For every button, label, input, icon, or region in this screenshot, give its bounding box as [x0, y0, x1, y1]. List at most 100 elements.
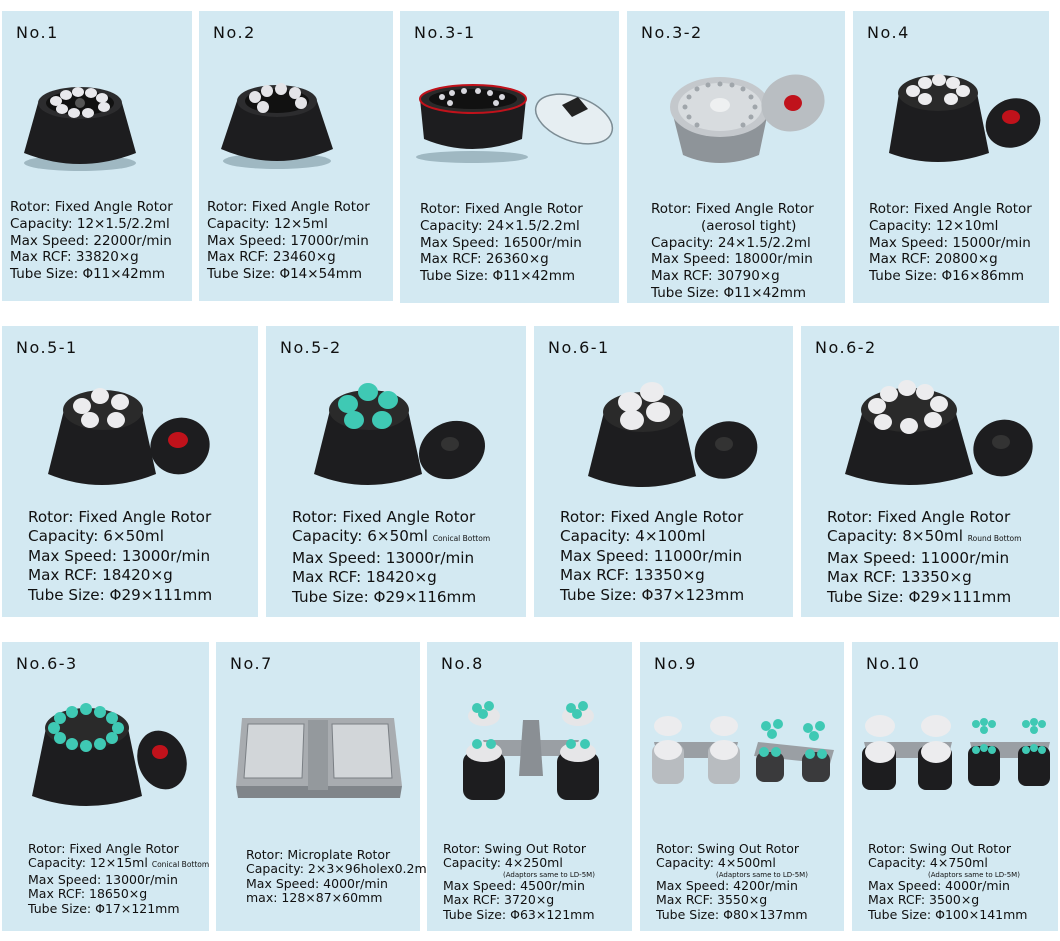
rotor-type: Rotor: Swing Out Rotor: [443, 841, 586, 856]
capacity-note: Conical Bottom: [151, 860, 210, 870]
fixed-angle-rotor-with-lid-image: [588, 382, 758, 487]
spec-list: Rotor: Fixed Angle Rotor Capacity: 12×1.…: [10, 199, 173, 283]
adaptor-note: (Adaptors same to LD-5M): [503, 870, 595, 879]
capacity: Capacity: 4×500ml: [656, 855, 776, 871]
rotor-type: Rotor: Swing Out Rotor: [868, 841, 1011, 856]
max-rcf: Max RCF: 20800×g: [869, 251, 998, 268]
card-title: No.1: [16, 23, 59, 42]
fixed-angle-rotor-image: [221, 83, 333, 169]
rotor-type: Rotor: Fixed Angle Rotor: [869, 201, 1032, 217]
spec-list: Rotor: Fixed Angle Rotor Capacity: 24×1.…: [420, 201, 583, 285]
spec-list: Rotor: Swing Out Rotor Capacity: 4×750ml…: [868, 841, 1028, 922]
capacity-note: Round Bottom: [967, 534, 1022, 544]
fixed-angle-rotor-with-lid-image: [416, 84, 614, 163]
card-title: No.6-2: [815, 338, 877, 357]
rotor-card-no9: No.9 Rotor: Swing Out Rotor Capacity: 4×…: [640, 642, 844, 931]
capacity: Capacity: 24×1.5/2.2ml: [651, 234, 811, 251]
fixed-angle-rotor-with-lid-image: [889, 74, 1041, 162]
spec-list: Rotor: Fixed Angle Rotor Capacity: 12×15…: [28, 841, 210, 916]
max-rcf: Max RCF: 13350×g: [827, 568, 972, 587]
rotor-card-no3-1: No.3-1 Rotor: Fixed Angle Rotor Capacity…: [400, 11, 619, 303]
swing-out-rotor-image: [862, 715, 1050, 790]
max-speed: Max Speed: 11000r/min: [827, 548, 1010, 567]
max-rcf: Max RCF: 18420×g: [28, 566, 173, 585]
max-rcf: Max RCF: 18650×g: [28, 886, 148, 902]
max-speed: Max Speed: 11000r/min: [560, 546, 743, 565]
capacity: Capacity: 2×3×96holex0.2ml: [246, 861, 431, 877]
spec-list: Rotor: Microplate Rotor Capacity: 2×3×96…: [246, 847, 431, 906]
rotor-card-no5-2: No.5-2 Rotor: Fixed Angle Rotor Capacity…: [266, 326, 526, 617]
max-speed: Max Speed: 13000r/min: [28, 546, 211, 565]
spec-list: Rotor: Swing Out Rotor Capacity: 4×250ml…: [443, 841, 595, 922]
card-title: No.5-1: [16, 338, 78, 357]
swing-out-rotor-image: [463, 701, 599, 800]
spec-list: Rotor: Fixed Angle Rotor Capacity: 8×50m…: [827, 508, 1021, 607]
spec-list: Rotor: Fixed Angle Rotor Capacity: 12×10…: [869, 201, 1032, 285]
max-speed: Max Speed: 17000r/min: [207, 232, 369, 249]
capacity: Capacity: 12×10ml: [869, 217, 999, 234]
card-title: No.5-2: [280, 338, 342, 357]
tube-size: Tube Size: Φ16×86mm: [869, 268, 1025, 285]
max-speed: Max Speed: 16500r/min: [420, 234, 582, 251]
capacity: Capacity: 6×50ml: [28, 527, 164, 546]
card-title: No.3-2: [641, 23, 703, 42]
rotor-type: Rotor: Fixed Angle Rotor: [560, 508, 744, 526]
rotor-card-no6-1: No.6-1 Rotor: Fixed Angle Rotor Capacity…: [534, 326, 793, 617]
adaptor-note: (Adaptors same to LD-5M): [928, 870, 1020, 879]
capacity: Capacity: 4×100ml: [560, 527, 706, 546]
max-rcf: Max RCF: 23460×g: [207, 249, 336, 266]
rotor-type: Rotor: Fixed Angle Rotor: [651, 201, 814, 217]
capacity-note: Conical Bottom: [432, 534, 491, 544]
card-title: No.6-3: [16, 654, 78, 673]
tube-size: Tube Size: Φ29×111mm: [827, 587, 1012, 606]
tube-size: Tube Size: Φ11×42mm: [651, 284, 807, 301]
aerosol-tight-rotor-image: [670, 74, 825, 163]
rotor-card-no10: No.10 Rotor: Swing Out Rotor Capacity: 4…: [852, 642, 1058, 931]
capacity: Capacity: 4×750ml: [868, 855, 988, 871]
card-title: No.2: [213, 23, 256, 42]
rotor-card-no2: No.2 Rotor: Fixed Angle Rotor Capacity: …: [199, 11, 393, 301]
card-title: No.8: [441, 654, 484, 673]
max-speed: Max Speed: 4000r/min: [868, 877, 1010, 893]
rotor-note: (aerosol tight): [701, 217, 797, 234]
tube-size: Tube Size: Φ29×111mm: [28, 585, 213, 604]
tube-size: Tube Size: Φ80×137mm: [656, 906, 808, 922]
spec-list: Rotor: Fixed Angle Rotor Capacity: 6×50m…: [28, 508, 212, 605]
max-rcf: Max RCF: 30790×g: [651, 268, 780, 285]
rotor-type: Rotor: Swing Out Rotor: [656, 841, 799, 856]
tube-size: Tube Size: Φ11×42mm: [10, 266, 166, 283]
rotor-card-no6-2: No.6-2 Rotor: Fixed Angle Rotor Capacity…: [801, 326, 1059, 617]
rotor-type: Rotor: Fixed Angle Rotor: [827, 508, 1011, 526]
card-title: No.4: [867, 23, 910, 42]
spec-list: Rotor: Swing Out Rotor Capacity: 4×500ml…: [656, 841, 808, 922]
max-speed: Max Speed: 15000r/min: [869, 234, 1031, 251]
max-speed: Max Speed: 18000r/min: [651, 251, 813, 268]
rotor-card-no7: No.7 Rotor: Microplate Rotor Capacity: 2…: [216, 642, 430, 931]
fixed-angle-rotor-with-lid-image: [48, 388, 210, 485]
card-title: No.6-1: [548, 338, 610, 357]
spec-list: Rotor: Fixed Angle Rotor Capacity: 6×50m…: [292, 508, 490, 607]
max-rcf: Max RCF: 3720×g: [443, 892, 555, 908]
rotor-type: Rotor: Fixed Angle Rotor: [10, 199, 173, 215]
microplate-rotor-image: [236, 718, 402, 798]
capacity: Capacity: 12×15ml Conical Bottom: [28, 855, 210, 871]
adaptor-note: (Adaptors same to LD-5M): [716, 870, 808, 879]
max-speed: Max Speed: 22000r/min: [10, 232, 172, 249]
rotor-type: Rotor: Fixed Angle Rotor: [292, 508, 476, 526]
card-title: No.3-1: [414, 23, 476, 42]
capacity: Capacity: 12×5ml: [207, 215, 328, 232]
fixed-angle-rotor-with-lid-image: [32, 703, 187, 806]
rotor-card-no5-1: No.5-1 Rotor: Fixed Angle Rotor Capacity…: [2, 326, 258, 617]
max-speed: Max Speed: 13000r/min: [292, 548, 475, 567]
max-rcf: Max RCF: 3550×g: [656, 892, 768, 908]
card-title: No.7: [230, 654, 273, 673]
max-speed: Max Speed: 4200r/min: [656, 877, 798, 893]
rotor-card-no6-3: No.6-3 Rotor: Fixed Angle Rotor Capacity…: [2, 642, 209, 931]
tube-size: Tube Size: Φ11×42mm: [420, 268, 576, 285]
fixed-angle-rotor-with-lid-image: [845, 380, 1033, 485]
tube-size: Tube Size: Φ100×141mm: [868, 906, 1028, 922]
max-speed: Max Speed: 13000r/min: [28, 871, 178, 887]
tube-size: Tube Size: Φ17×121mm: [28, 900, 180, 916]
rotor-card-no1: No.1 Rotor: Fixed Angle Rotor Capacity: …: [2, 11, 192, 301]
tube-size: Tube Size: Φ14×54mm: [207, 266, 363, 283]
